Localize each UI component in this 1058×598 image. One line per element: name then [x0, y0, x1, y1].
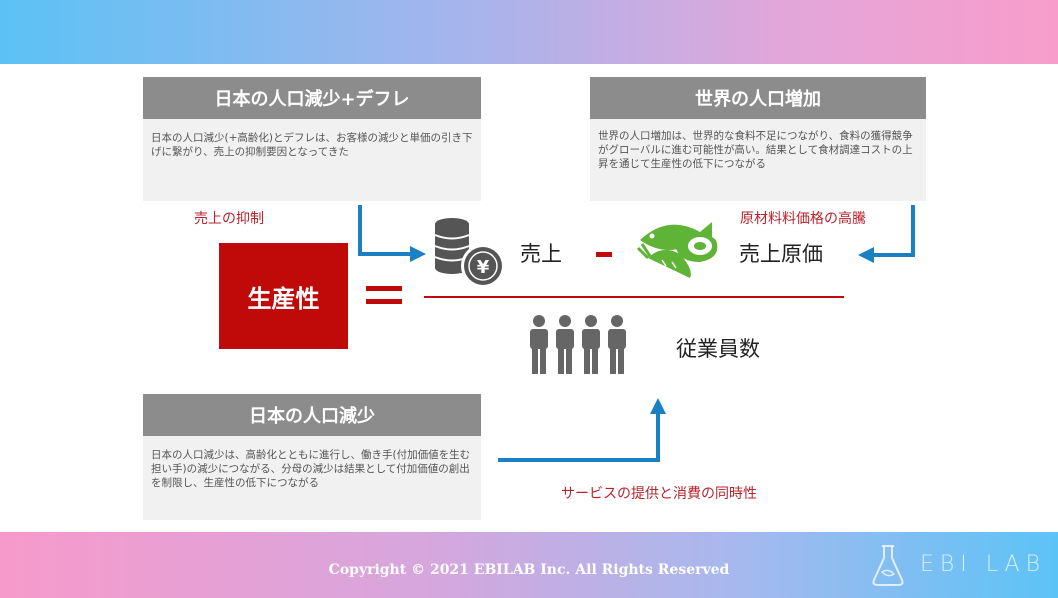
productivity-box: 生産性 — [219, 243, 348, 349]
arrow-decline-to-employees — [498, 398, 666, 462]
cost-of-sales-term: 売上原価 — [739, 242, 823, 266]
yen-symbol: ¥ — [477, 257, 490, 278]
employees-icon — [530, 315, 626, 374]
service-simultaneity-label: サービスの提供と消費の同時性 — [561, 486, 757, 502]
employees-term: 従業員数 — [676, 337, 760, 361]
japan-decline-title: 日本の人口減少 — [143, 394, 481, 436]
productivity-label: 生産性 — [247, 284, 320, 313]
fraction-line — [424, 296, 844, 298]
sales-suppression-label: 売上の抑制 — [194, 211, 264, 227]
copyright-text: Copyright © 2021 EBILAB Inc. All Rights … — [328, 562, 730, 578]
coin-stack-icon — [434, 218, 505, 288]
japan-deflation-title: 日本の人口減少+デフレ — [143, 77, 481, 119]
world-population-body: 世界の人口増加は、世界的な食料不足につながり、食料の獲得競争がグローバルに進む可… — [590, 119, 926, 201]
top-gradient-band — [0, 0, 1058, 64]
food-ingredients-icon — [636, 222, 718, 278]
equals-sign — [366, 286, 402, 312]
world-population-title: 世界の人口増加 — [590, 77, 926, 119]
flask-icon — [872, 545, 904, 586]
ebilab-logo: EBI LAB — [868, 542, 1048, 588]
logo-text: EBI LAB — [920, 552, 1047, 577]
material-price-label: 原材料料価格の高騰 — [740, 211, 866, 227]
japan-decline-body: 日本の人口減少は、高齢化とともに進行し、働き手(付加価値を生む担い手)の減少につ… — [143, 436, 481, 520]
minus-sign — [596, 252, 612, 257]
arrow-world-to-cost — [858, 205, 915, 263]
japan-deflation-body: 日本の人口減少(+高齢化)とデフレは、お客様の減少と単価の引き下げに繋がり、売上… — [143, 119, 481, 201]
arrow-deflation-to-sales — [358, 205, 426, 262]
sales-term: 売上 — [520, 242, 562, 266]
